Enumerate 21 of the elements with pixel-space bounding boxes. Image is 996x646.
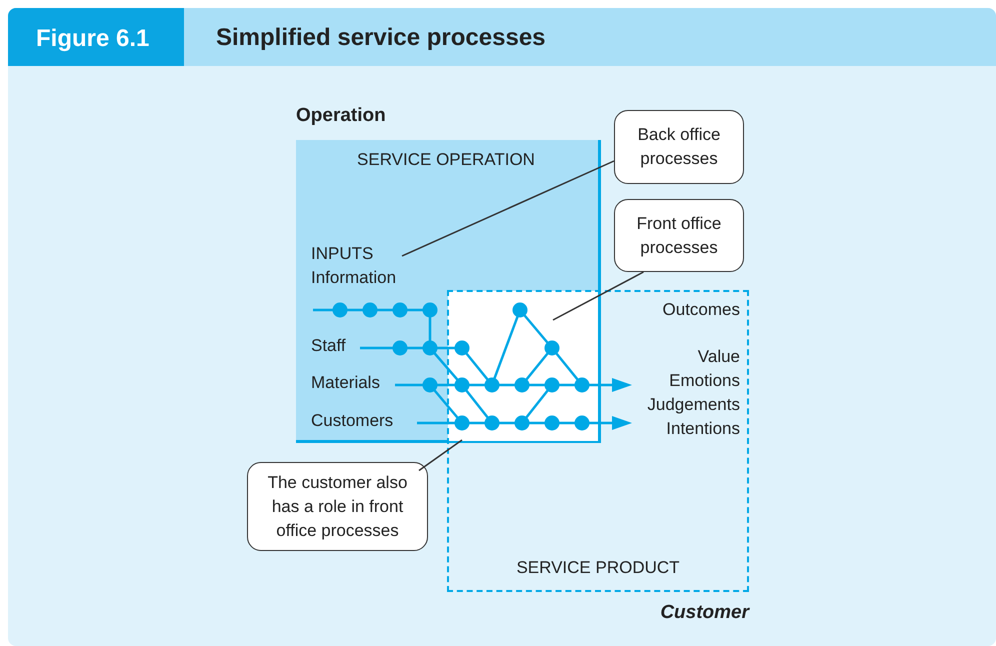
label: Information <box>311 268 396 288</box>
label: Emotions <box>669 371 740 391</box>
callout-text: The customer also has a role in front office processes <box>266 472 408 542</box>
callout-text: Front office processes <box>636 212 722 258</box>
label: Value <box>698 347 740 367</box>
label: Materials <box>311 373 380 393</box>
figure-title: Simplified service processes <box>216 24 546 52</box>
figure-number: Figure 6.1 <box>36 25 150 53</box>
label: Intentions <box>666 419 740 439</box>
label: Judgements <box>647 395 740 415</box>
area-title: SERVICE PRODUCT <box>515 558 681 578</box>
leader-line <box>418 439 462 472</box>
label: Outcomes <box>662 300 740 320</box>
heading: Customer <box>660 603 749 623</box>
label: Customers <box>311 411 394 431</box>
heading: Operation <box>296 106 386 126</box>
callout-text: Back office processes <box>636 124 722 170</box>
label: Staff <box>311 336 346 356</box>
area-title: SERVICE OPERATION <box>356 150 536 170</box>
leader-line <box>402 160 614 257</box>
label: INPUTS <box>311 244 374 264</box>
